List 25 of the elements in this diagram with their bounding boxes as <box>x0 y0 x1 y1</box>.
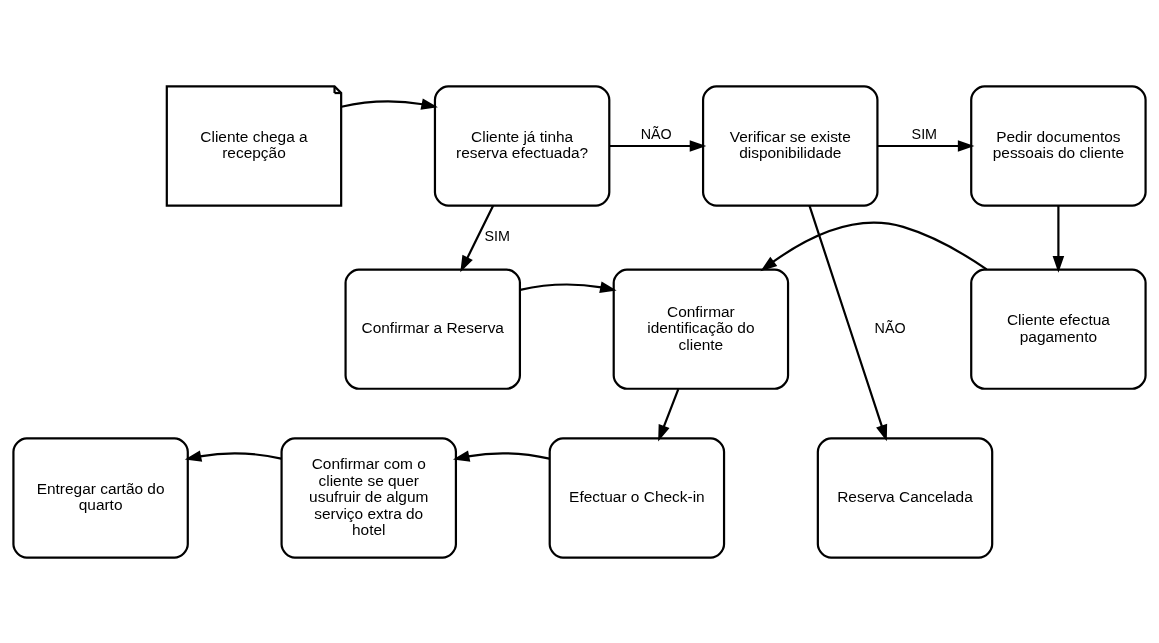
arrow <box>1052 205 1065 273</box>
node-box: Cliente já tinha reserva efectuada? <box>433 84 611 207</box>
node-box: Efectuar o Check-in <box>548 436 726 559</box>
node-box: Reserva Cancelada <box>816 436 994 559</box>
edge-label: SIM <box>484 227 511 244</box>
node-box: Entregar cartão do quarto <box>12 436 189 559</box>
arrow <box>460 204 495 272</box>
node-box: Confirmar identificação do cliente <box>612 268 790 390</box>
arrow <box>760 221 988 271</box>
edge-label: SIM <box>911 125 938 142</box>
arrow <box>341 97 438 110</box>
node-box: Confirmar a Reserva <box>344 268 521 390</box>
arrow <box>519 281 617 293</box>
arrow <box>877 139 975 152</box>
node-box: Confirmar com o cliente se quer usufruir de algum serviço extra do hotel <box>280 436 457 559</box>
arrow <box>609 139 707 152</box>
edge-label: NÃO <box>640 125 672 142</box>
node-box: Cliente efectua pagamento <box>970 268 1147 390</box>
arrow <box>658 388 680 442</box>
edge-label: NÃO <box>874 319 906 336</box>
arrow <box>808 204 888 441</box>
arrow <box>452 449 550 462</box>
node-box: Verificar se existe disponibilidade <box>702 84 879 207</box>
node-box: Pedir documentos pessoais do cliente <box>970 84 1147 207</box>
arrow <box>184 449 282 462</box>
